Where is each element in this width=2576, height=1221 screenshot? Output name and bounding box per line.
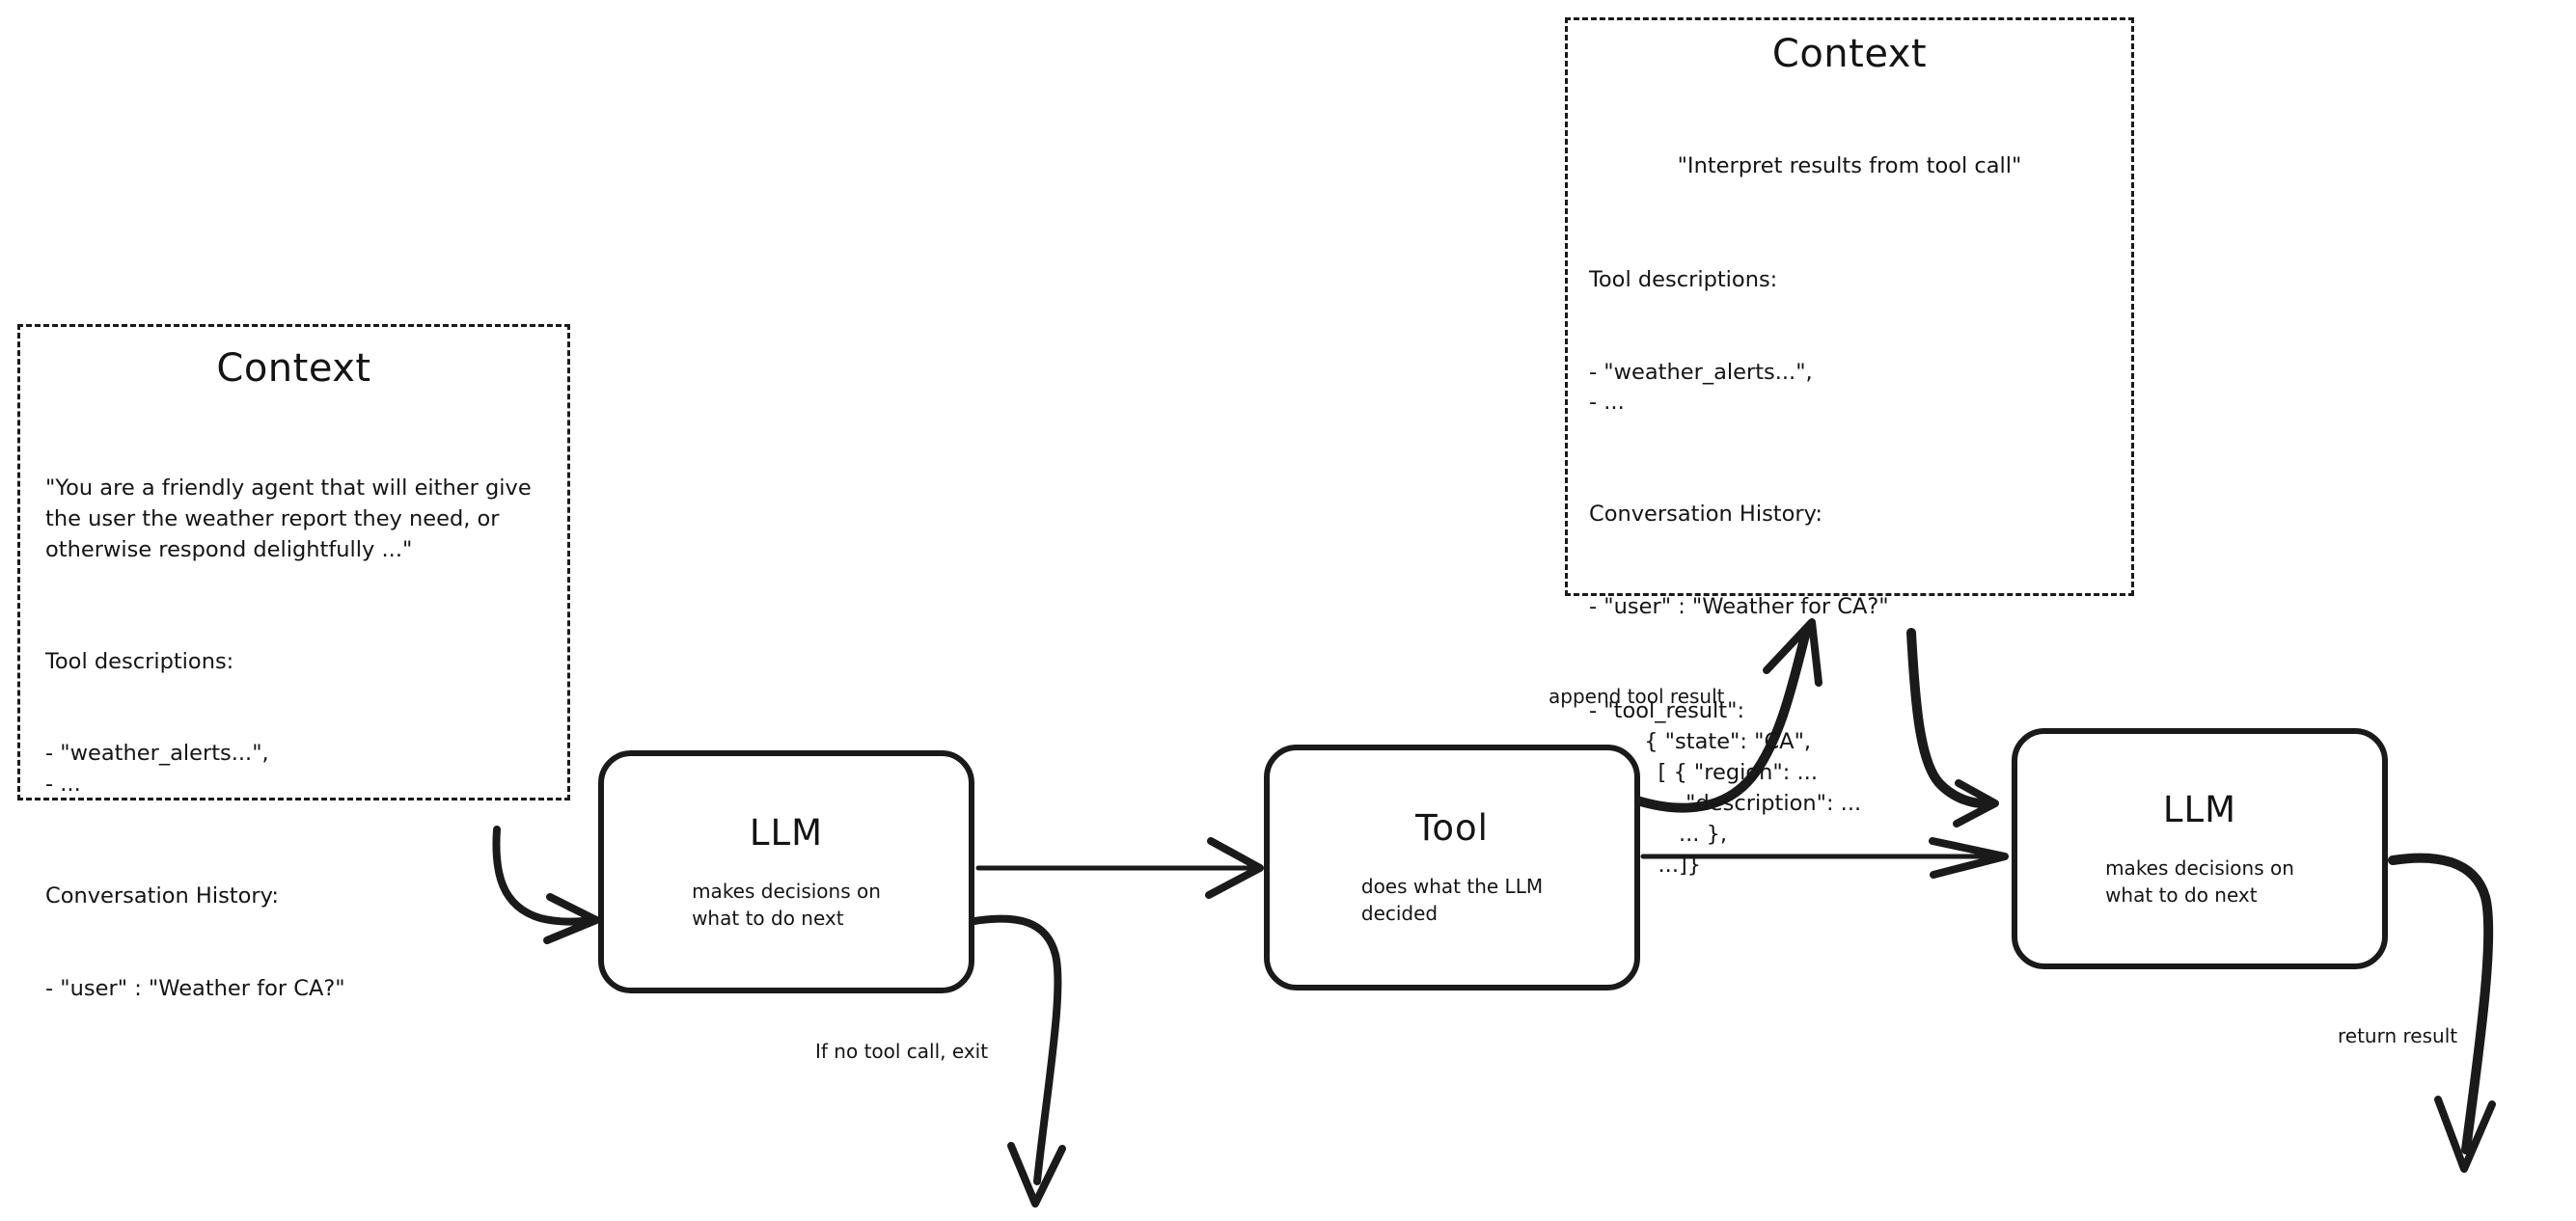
edge-label-if-no-tool-call-exit: If no tool call, exit xyxy=(815,1040,989,1063)
context-initial-conversation-heading: Conversation History: xyxy=(45,883,279,909)
context-box-updated: Context "Interpret results from tool cal… xyxy=(1565,17,2134,878)
context-initial-system-prompt: "You are a friendly agent that will eith… xyxy=(45,475,538,562)
context-initial-tool-descriptions-heading: Tool descriptions: xyxy=(45,648,234,674)
context-initial-tool-descriptions: - "weather_alerts...", - ... xyxy=(45,741,269,798)
node-tool-subtitle: does what the LLM decided xyxy=(1360,875,1544,925)
node-tool-title: Tool xyxy=(1415,807,1489,850)
context-updated-conversation-heading: Conversation History: xyxy=(1589,502,1822,528)
context-updated-body: "Interpret results from tool call" Tool … xyxy=(1568,76,2131,942)
node-llm-first-subtitle: makes decisions on what to do next xyxy=(692,879,881,930)
context-box-initial: Context "You are a friendly agent that w… xyxy=(17,324,570,1001)
edge-label-return-result: return result xyxy=(2338,1024,2458,1047)
edge-label-append-tool-result: append tool result xyxy=(1548,685,1725,708)
context-updated-tool-descriptions-heading: Tool descriptions: xyxy=(1589,266,1778,292)
node-llm-first-title: LLM xyxy=(749,811,824,854)
node-llm-second-title: LLM xyxy=(2162,788,2237,830)
node-llm-second-subtitle: makes decisions on what to do next xyxy=(2105,855,2294,907)
context-updated-conversation-user: - "user" : "Weather for CA?" xyxy=(1589,594,1889,620)
node-llm-first[interactable]: LLM makes decisions on what to do next xyxy=(598,750,974,993)
edge-llm2-return xyxy=(2388,853,2496,1173)
edge-llm1-to-tool xyxy=(975,837,1264,899)
context-initial-body: "You are a friendly agent that will eith… xyxy=(20,391,567,1067)
context-initial-conversation: - "user" : "Weather for CA?" xyxy=(45,975,345,1001)
context-updated-tool-descriptions: - "weather_alerts...", - ... xyxy=(1589,359,1813,416)
context-updated-title: Context xyxy=(1771,32,1928,76)
context-initial-title: Context xyxy=(216,346,371,391)
node-llm-second[interactable]: LLM makes decisions on what to do next xyxy=(2012,728,2388,969)
node-tool[interactable]: Tool does what the LLM decided xyxy=(1264,745,1640,990)
context-updated-system-prompt: "Interpret results from tool call" xyxy=(1677,152,2022,178)
context-updated-tool-result: - "tool_result": { "state": "CA", [ { "r… xyxy=(1589,697,1862,878)
